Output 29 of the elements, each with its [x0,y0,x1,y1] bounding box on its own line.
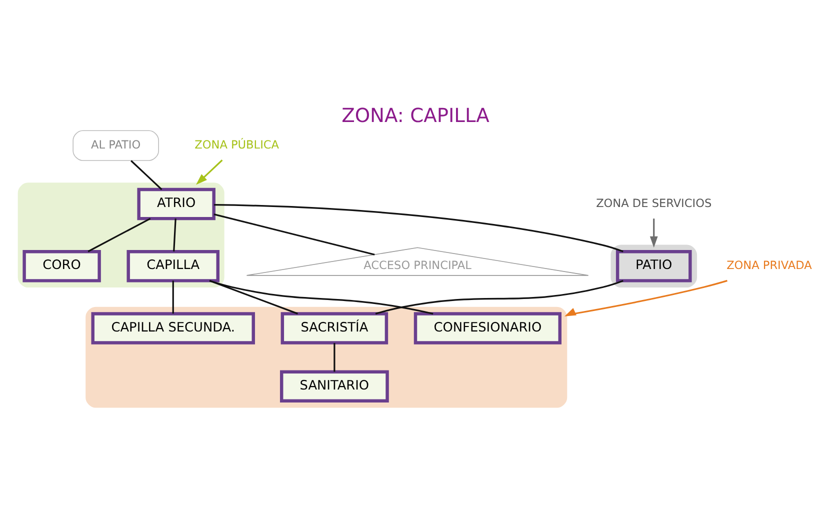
cluster [86,306,568,408]
connector [209,279,298,314]
cluster [18,182,224,288]
cluster [610,244,697,288]
connector [209,280,434,314]
connector [375,279,624,314]
connector [214,204,624,252]
diagram-title: ZONA: CAPILLA [342,103,490,126]
connector [214,213,375,255]
node-box: ATRIO [137,187,216,220]
node-box: SACRISTÍA [280,312,388,344]
node-box: CAPILLA SECUNDA. [91,312,255,344]
connector [88,217,151,252]
connector [173,218,176,252]
connector [334,342,336,372]
node-box: PATIO [616,250,692,282]
node-text: ZONA PÚBLICA [194,138,280,152]
arrow [196,159,223,184]
arrow [650,218,658,248]
connector [172,280,174,314]
node-box: CORO [22,250,101,282]
node-text: ZONA PRIVADA [726,258,812,272]
node-text: ZONA DE SERVICIOS [596,196,712,210]
node-box: CAPILLA [126,250,220,282]
arrow [564,279,728,316]
node-box: AL PATIO [72,130,159,160]
connector [130,160,162,190]
node-box: SANITARIO [280,370,389,402]
node-box: CONFESIONARIO [414,312,562,344]
